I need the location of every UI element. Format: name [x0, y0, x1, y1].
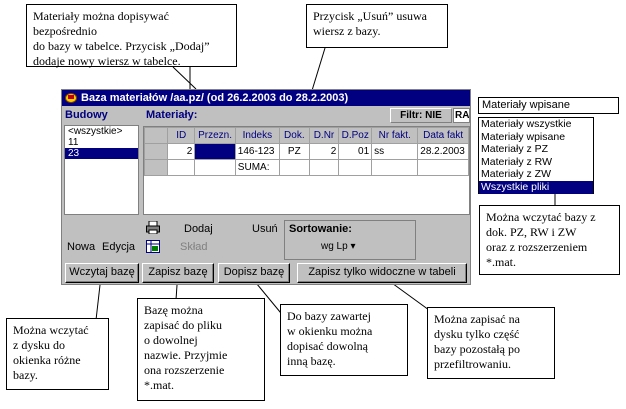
printer-icon[interactable]	[146, 221, 160, 234]
cell-nr-fakt[interactable]: ss	[371, 143, 419, 160]
column-header[interactable]: Nr fakt.	[371, 127, 419, 144]
sort-select[interactable]: wg Lp ▾	[321, 241, 356, 252]
option-item[interactable]: Wszystkie pliki	[479, 180, 593, 194]
table-icon[interactable]	[146, 240, 160, 253]
row-header	[144, 159, 169, 176]
row-header[interactable]	[144, 143, 169, 160]
zapisz-baze-button[interactable]: Zapisz bazę	[142, 263, 214, 283]
app-icon	[65, 93, 77, 103]
cell-indeks[interactable]: 146-123	[234, 143, 280, 160]
grid-header-row: ID Przezn. Indeks Dok. D.Nr D.Poz Nr fak…	[144, 127, 469, 144]
callout-zapisz: Bazę można zapisać do pliku o dowolnej n…	[137, 298, 265, 401]
dodaj-button[interactable]: Dodaj	[184, 223, 213, 235]
option-item[interactable]: Materiały wszystkie	[481, 118, 572, 130]
budowy-list[interactable]: <wszystkie> 11 23	[64, 125, 139, 215]
option-item[interactable]: Materiały z ZW	[481, 168, 552, 181]
materialy-label: Materiały:	[146, 109, 198, 121]
filter-secondary-button[interactable]: RA	[453, 108, 470, 123]
callout-usun: Przycisk „Usuń” usuwa wiersz z bazy.	[306, 4, 448, 48]
edycja-button[interactable]: Edycja	[102, 241, 136, 253]
column-header[interactable]: D.Poz	[338, 127, 373, 144]
cell-przezn[interactable]	[194, 143, 236, 160]
option-item[interactable]: Materiały z RW	[481, 155, 552, 168]
window-title-bar[interactable]: Baza materiałów /aa.pz/ (od 26.2.2003 do…	[62, 90, 470, 106]
cell-id[interactable]: 2	[167, 143, 196, 160]
callout-wczytaj: Można wczytać z dysku do okienka różne b…	[6, 318, 109, 390]
callout-dodaj: Materiały można dopisywać bezpośrednio d…	[26, 4, 237, 68]
column-header[interactable]: ID	[167, 127, 196, 144]
dopisz-baze-button[interactable]: Dopisz bazę	[218, 263, 290, 283]
sklad-button[interactable]: Skład	[180, 241, 208, 253]
grid-corner	[144, 127, 169, 144]
cell-dnr[interactable]: 2	[308, 143, 340, 160]
cell-dpoz[interactable]: 01	[338, 143, 373, 160]
callout-dopisz: Do bazy zawartej w okienku można dopisać…	[280, 304, 408, 376]
materials-filter-select[interactable]: Materiały wpisane	[478, 97, 619, 114]
sum-row: SUMA:	[144, 159, 469, 176]
column-header[interactable]: Indeks	[234, 127, 280, 144]
callout-dokumenty: Można wczytać bazy z dok. PZ, RW i ZW or…	[479, 205, 620, 275]
sort-title: Sortowanie:	[289, 223, 352, 235]
materials-grid[interactable]: ID Przezn. Indeks Dok. D.Nr D.Poz Nr fak…	[143, 126, 470, 215]
usun-button[interactable]: Usuń	[252, 223, 278, 235]
table-row[interactable]: 2 146-123 PZ 2 01 ss 28.2.2003	[144, 143, 469, 160]
list-item[interactable]: 23	[65, 148, 138, 159]
sort-panel: Sortowanie: wg Lp ▾	[284, 220, 416, 260]
window-title: Baza materiałów /aa.pz/ (od 26.2.2003 do…	[81, 92, 349, 104]
column-header[interactable]: Dok.	[278, 127, 310, 144]
zapisz-widoczne-button[interactable]: Zapisz tylko widoczne w tabeli	[297, 263, 467, 283]
list-item[interactable]: <wszystkie>	[68, 126, 123, 137]
materials-filter-options[interactable]: Materiały wszystkie Materiały wpisane Ma…	[478, 117, 594, 194]
budowy-label: Budowy	[65, 109, 108, 121]
list-item[interactable]: 11	[68, 137, 79, 148]
wczytaj-baze-button[interactable]: Wczytaj bazę	[65, 263, 139, 283]
materials-window: Baza materiałów /aa.pz/ (od 26.2.2003 do…	[61, 89, 471, 285]
column-header[interactable]: Data fakt	[417, 127, 469, 144]
column-header[interactable]: Przezn.	[194, 127, 236, 144]
cell-data-fakt[interactable]: 28.2.2003	[417, 143, 469, 160]
option-item[interactable]: Materiały wpisane	[481, 130, 566, 143]
option-item[interactable]: Materiały z PZ	[481, 143, 549, 156]
sum-label: SUMA:	[234, 159, 280, 176]
callout-zapisz-widoczne: Można zapisać na dysku tylko część bazy …	[427, 307, 555, 379]
nowa-button[interactable]: Nowa	[67, 241, 96, 253]
cell-dok[interactable]: PZ	[278, 143, 310, 160]
column-header[interactable]: D.Nr	[308, 127, 340, 144]
filter-button[interactable]: Filtr: NIE	[390, 108, 452, 123]
